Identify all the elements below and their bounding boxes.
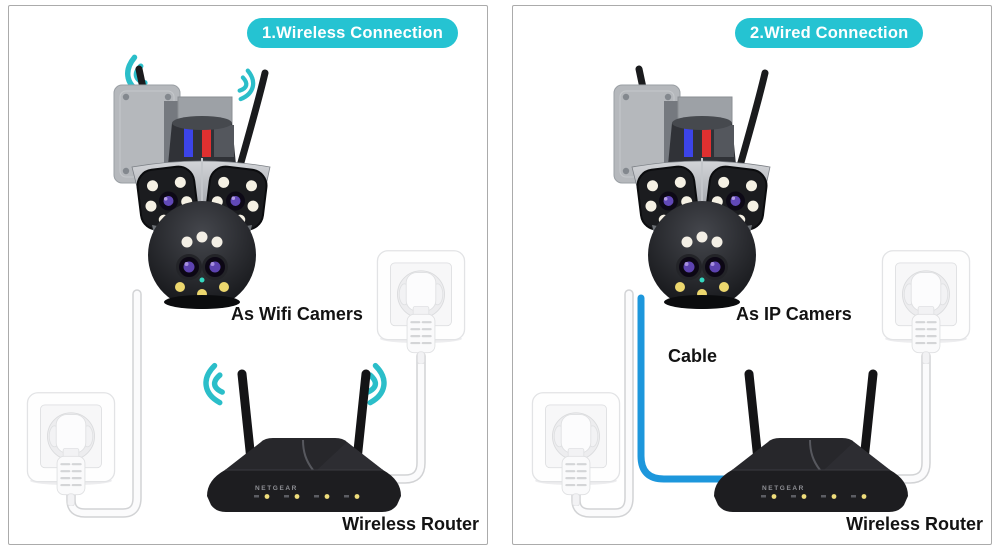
router-label: Wireless Router (846, 514, 983, 534)
wall-outlet-with-plug (23, 391, 119, 506)
panel-wired-connection: 2.Wired Connection As IP Camers Cable NE… (512, 5, 992, 545)
wall-outlet-with-plug (373, 249, 469, 364)
router-brand: NETGEAR (255, 485, 298, 492)
router-power-cable (894, 351, 931, 484)
camera-mode-label: As IP Camers (736, 304, 852, 324)
panel-title-badge: 1.Wireless Connection (247, 18, 459, 48)
wall-outlet-with-plug (878, 249, 974, 364)
wireless-router-illustration: NETGEAR (706, 364, 916, 514)
wall-outlet-with-plug (528, 391, 624, 506)
security-camera-illustration (606, 51, 796, 316)
ethernet-cable (637, 294, 733, 483)
panel-wireless-connection: 1.Wireless Connection As Wifi Camers NET… (8, 5, 488, 545)
camera-mode-label: As Wifi Camers (231, 304, 363, 324)
router-label: Wireless Router (342, 514, 479, 534)
wireless-router-illustration: NETGEAR (199, 364, 409, 514)
panel-title-badge: 2.Wired Connection (735, 18, 924, 48)
cable-label: Cable (668, 346, 718, 366)
router-brand: NETGEAR (762, 485, 805, 492)
security-camera-illustration (106, 51, 296, 316)
router-power-cable (380, 351, 426, 484)
